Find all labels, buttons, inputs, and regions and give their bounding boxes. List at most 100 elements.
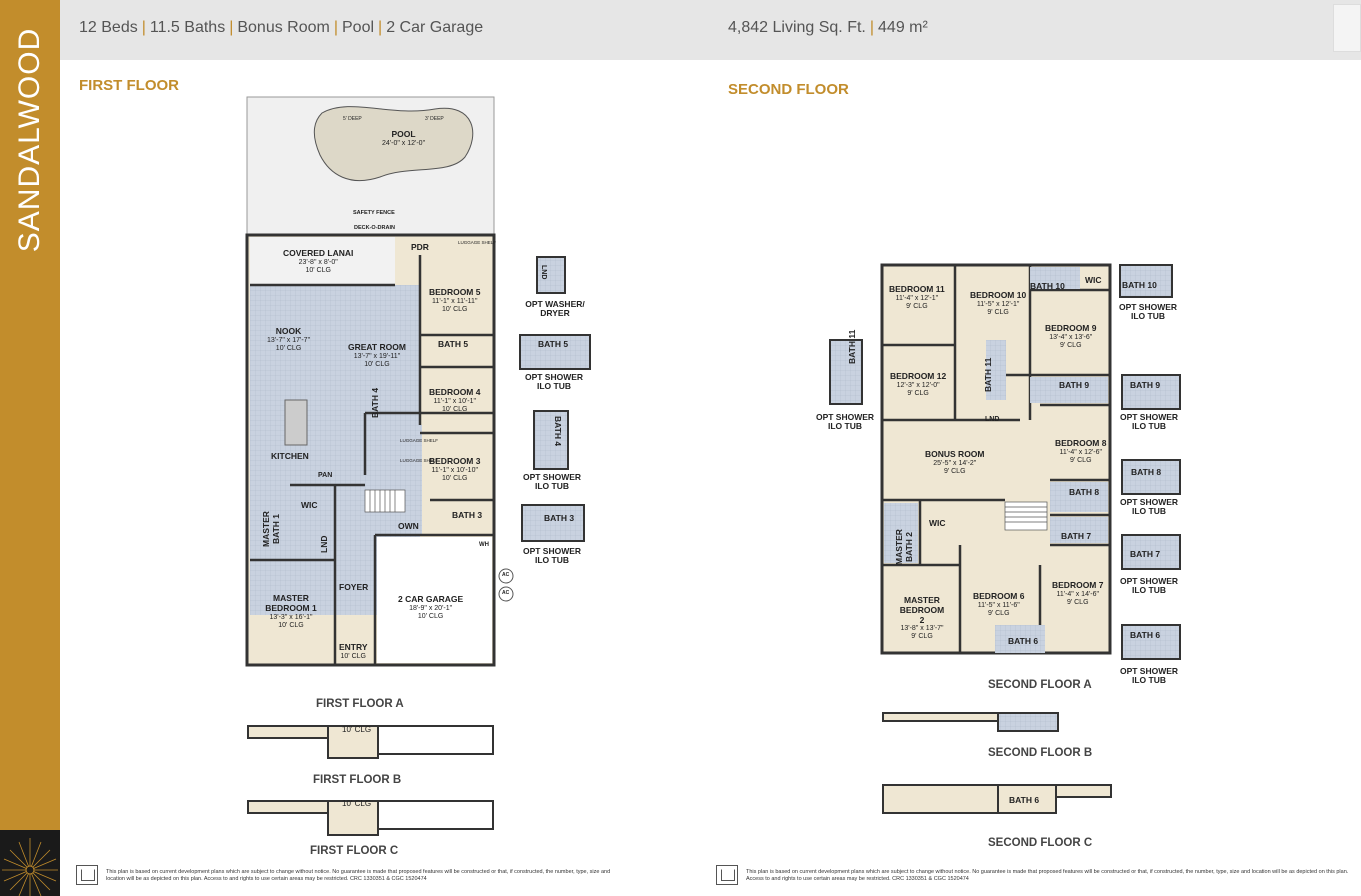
- opt-shower-bath-9: OPT SHOWER ILO TUB: [1119, 412, 1179, 432]
- room-owners-entry: OWN: [398, 521, 419, 531]
- spec-beds: 12 Beds: [79, 19, 138, 36]
- opt-shower-bath-10: OPT SHOWER ILO TUB: [1118, 302, 1178, 322]
- spec-bar: 12 Beds|11.5 Baths|Bonus Room|Pool|2 Car…: [60, 0, 1361, 60]
- pool-depth-left: 5' DEEP: [343, 116, 362, 122]
- opt-bath-11: BATH 11: [847, 329, 857, 364]
- first-floor-b-plan: [247, 725, 494, 759]
- opt-bath-7: BATH 7: [1130, 549, 1161, 559]
- opt-bath-5: BATH 5: [538, 339, 569, 349]
- second-floor-c-bath-6: BATH 6: [1009, 795, 1040, 805]
- pool-depth-right: 3' DEEP: [425, 116, 444, 122]
- spec-pool: Pool: [342, 19, 375, 36]
- room-bath-5: BATH 5: [438, 339, 469, 349]
- safety-fence-label: SAFETY FENCE: [353, 210, 395, 216]
- water-heater-label: WH: [479, 542, 489, 548]
- caption-second-floor-c: SECOND FLOOR C: [988, 837, 1093, 849]
- opt-shower-bath-8: OPT SHOWER ILO TUB: [1119, 497, 1179, 517]
- equal-housing-icon-2: [716, 865, 738, 885]
- spec-list: 12 Beds|11.5 Baths|Bonus Room|Pool|2 Car…: [79, 19, 484, 36]
- opt-bath-3: BATH 3: [544, 513, 575, 523]
- first-floor-plan: [245, 96, 591, 667]
- second-floor-disclaimer: This plan is based on current developmen…: [746, 869, 1349, 883]
- spec-bonus: Bonus Room: [237, 19, 330, 36]
- opt-shower-bath-7: OPT SHOWER ILO TUB: [1119, 576, 1179, 596]
- room-bath-9: BATH 9: [1059, 380, 1090, 390]
- room-laundry-2: LND: [985, 416, 1000, 423]
- opt-bath-4: BATH 4: [553, 416, 563, 447]
- room-pantry: PAN: [318, 472, 333, 479]
- ac-unit-2: AC: [502, 590, 510, 596]
- luggage-shelf-1: LUGGAGE SHELF: [458, 240, 497, 245]
- first-floor-disclaimer: This plan is based on current developmen…: [106, 869, 611, 883]
- spec-garage: 2 Car Garage: [386, 19, 484, 36]
- room-bath-7: BATH 7: [1061, 531, 1092, 541]
- first-floor-c-plan: [247, 800, 494, 836]
- opt-bath-8: BATH 8: [1131, 467, 1162, 477]
- deck-drain-label: DECK-O-DRAIN: [354, 225, 395, 231]
- first-floor-heading: FIRST FLOOR: [79, 77, 179, 94]
- room-wic: WIC: [301, 500, 318, 510]
- sidebar: SANDALWOOD: [0, 0, 60, 896]
- second-floor-b-plan: [882, 712, 1059, 732]
- area-m2: 449 m²: [878, 19, 928, 36]
- room-bath-11: BATH 11: [983, 357, 993, 392]
- area-sqft: 4,842 Living Sq. Ft.: [728, 19, 866, 36]
- opt-washer-lnd: LND: [540, 265, 547, 280]
- second-floor-c-plan: [882, 784, 1112, 814]
- opt-shower-bath-4: OPT SHOWER ILO TUB: [522, 472, 582, 492]
- sunburst-logo: [0, 830, 60, 896]
- brand-logo: [1333, 4, 1361, 52]
- caption-first-floor-b: FIRST FLOOR B: [313, 774, 402, 786]
- first-floor-c-clg: 10' CLG: [342, 799, 372, 808]
- opt-bath-9: BATH 9: [1130, 380, 1161, 390]
- second-floor-heading: SECOND FLOOR: [728, 81, 849, 98]
- room-kitchen: KITCHEN: [271, 451, 309, 461]
- room-laundry: LND: [319, 535, 329, 553]
- room-bath-10: BATH 10: [1030, 281, 1065, 291]
- second-floor-plan: [829, 263, 1181, 660]
- caption-first-floor-a: FIRST FLOOR A: [316, 698, 404, 710]
- opt-washer-dryer: OPT WASHER/ DRYER: [525, 299, 585, 319]
- room-bath-8: BATH 8: [1069, 487, 1100, 497]
- room-foyer: FOYER: [339, 582, 369, 592]
- room-bath-6: BATH 6: [1008, 636, 1039, 646]
- caption-second-floor-b: SECOND FLOOR B: [988, 747, 1093, 759]
- caption-second-floor-a: SECOND FLOOR A: [988, 679, 1092, 691]
- caption-first-floor-c: FIRST FLOOR C: [310, 845, 399, 857]
- luggage-shelf-3: LUGGAGE SHELF: [400, 458, 439, 463]
- opt-bath-6: BATH 6: [1130, 630, 1161, 640]
- room-wic-2: WIC: [929, 518, 946, 528]
- equal-housing-icon: [76, 865, 98, 885]
- opt-bath-10: BATH 10: [1122, 280, 1157, 290]
- opt-shower-bath-11: OPT SHOWER ILO TUB: [815, 412, 875, 432]
- area-summary: 4,842 Living Sq. Ft.|449 m²: [728, 19, 928, 36]
- room-bath-3: BATH 3: [452, 510, 483, 520]
- first-floor-b-clg: 10' CLG: [342, 725, 372, 734]
- plan-name: SANDALWOOD: [13, 27, 46, 253]
- room-master-bath-2: MASTER BATH 2: [894, 529, 914, 565]
- room-pdr: PDR: [411, 242, 429, 252]
- room-bath-4: BATH 4: [370, 387, 380, 418]
- ac-unit-1: AC: [502, 572, 510, 578]
- room-wic-upper: WIC: [1085, 275, 1102, 285]
- opt-shower-bath-3: OPT SHOWER ILO TUB: [522, 546, 582, 566]
- luggage-shelf-2: LUGGAGE SHELF: [400, 438, 439, 443]
